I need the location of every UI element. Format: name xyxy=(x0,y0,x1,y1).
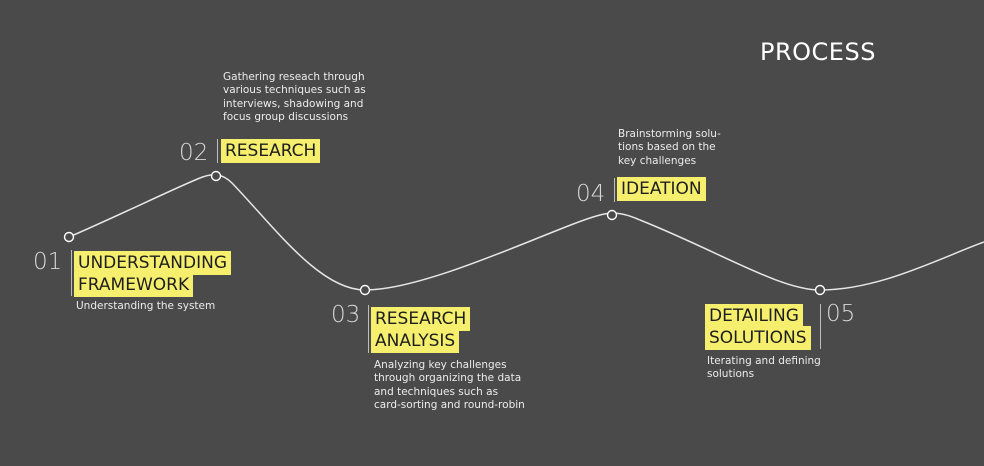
step-02-description: Gathering reseach through various techni… xyxy=(223,71,366,124)
step-01-node[interactable] xyxy=(63,231,75,243)
step-05-divider xyxy=(820,304,821,349)
step-04-description: Brainstorming solu- tions based on the k… xyxy=(618,128,721,167)
step-01-title-line-2: FRAMEWORK xyxy=(74,273,194,297)
step-01-number: 01 xyxy=(33,249,63,275)
step-02-title-line-1: RESEARCH xyxy=(221,139,321,163)
step-05-node[interactable] xyxy=(814,284,826,296)
step-03-number: 03 xyxy=(331,302,361,328)
step-03-title-line-1: RESEARCH xyxy=(371,307,471,331)
step-05-description: Iterating and defining solutions xyxy=(707,355,821,381)
step-05-number: 05 xyxy=(826,301,856,327)
step-04-divider xyxy=(614,178,615,202)
step-01-divider xyxy=(71,250,72,296)
step-05-title-line-2: SOLUTIONS xyxy=(705,326,811,350)
step-03-node[interactable] xyxy=(359,284,371,296)
step-05-title-line-1: DETAILING xyxy=(705,304,803,328)
step-03-title-line-2: ANALYSIS xyxy=(371,329,460,353)
step-01-title-line-1: UNDERSTANDING xyxy=(74,251,231,275)
page-title: PROCESS xyxy=(760,38,876,66)
step-04-node[interactable] xyxy=(606,209,618,221)
step-01-description: Understanding the system xyxy=(76,300,216,312)
step-04-number: 04 xyxy=(576,181,606,207)
step-02-number: 02 xyxy=(179,140,209,166)
step-03-divider xyxy=(368,305,369,353)
step-02-node[interactable] xyxy=(210,170,222,182)
step-04-title-line-1: IDEATION xyxy=(617,177,706,201)
step-02-divider xyxy=(217,139,218,163)
step-03-description: Analyzing key challenges through organiz… xyxy=(374,359,525,412)
